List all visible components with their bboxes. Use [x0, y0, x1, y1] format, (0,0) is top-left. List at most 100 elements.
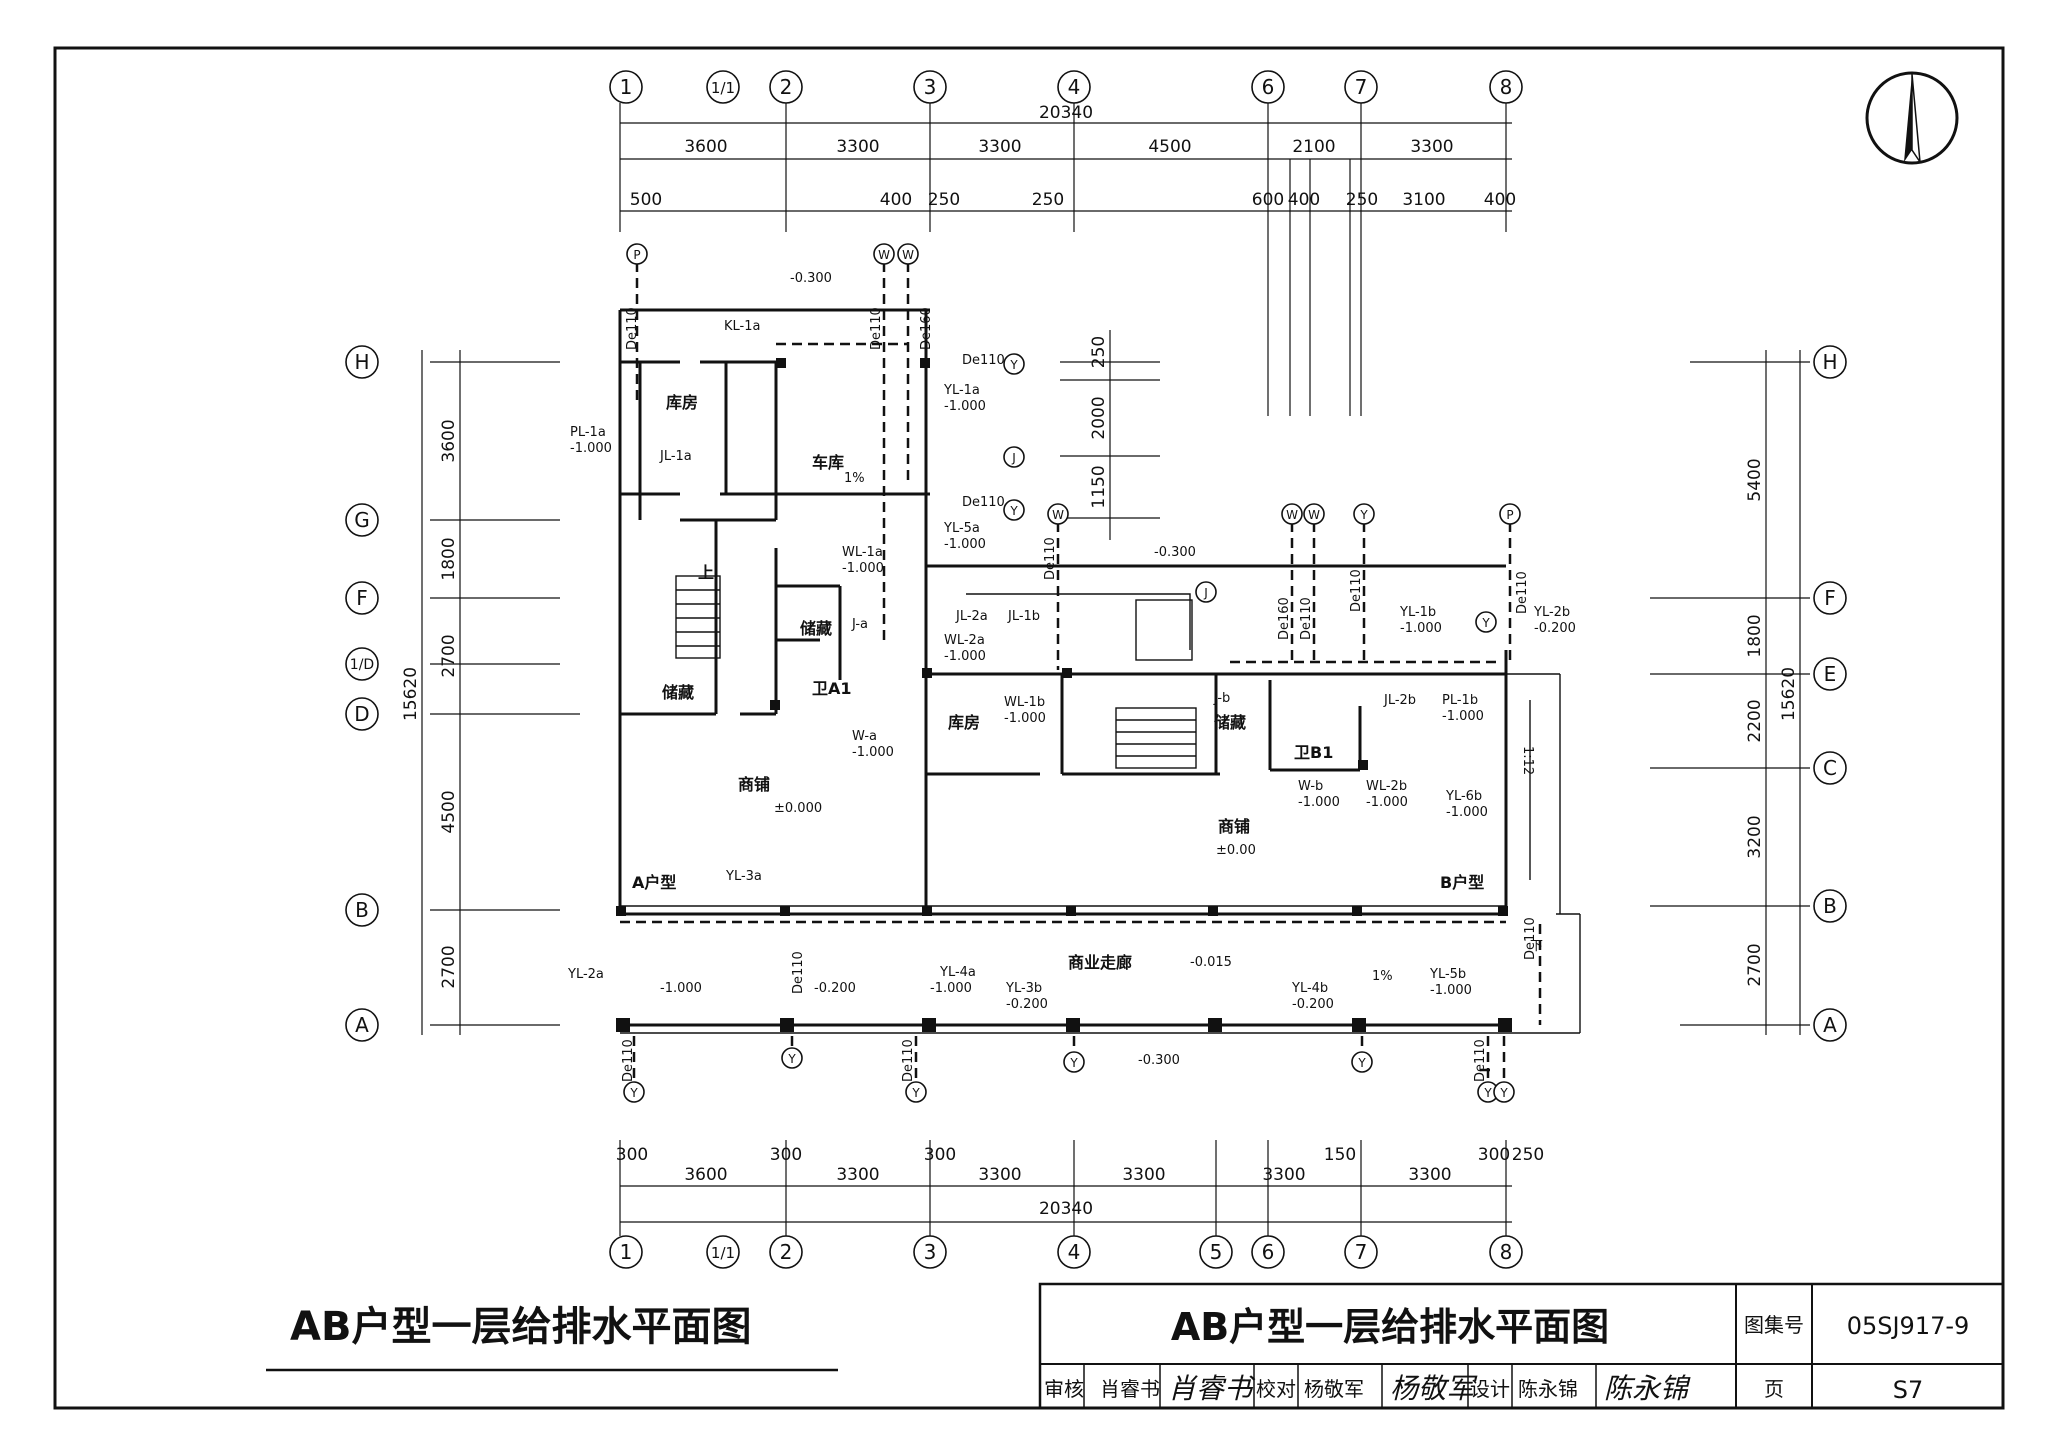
drawing-label: Y: [1009, 504, 1018, 518]
structural-columns: [616, 358, 1512, 1032]
axis-bubble: B: [345, 893, 379, 927]
drawing-label: 3: [924, 1240, 937, 1264]
drawing-label: 杨敬军: [1304, 1377, 1364, 1401]
drawing-label: 1/1: [711, 79, 735, 97]
drawing-label: De110: [1523, 917, 1538, 960]
drawing-label: 300: [924, 1145, 956, 1165]
stair-up-label: 上: [698, 563, 714, 582]
unit-b-label: B户型: [1440, 873, 1484, 892]
drawing-label: 3100: [1402, 190, 1445, 210]
drawing-label: B: [355, 898, 369, 922]
drawing-label: -1.000: [570, 441, 612, 456]
axis-bubble: 2: [769, 1235, 803, 1269]
drawing-label: 7: [1355, 1240, 1368, 1264]
drawing-label: 250: [1512, 1145, 1544, 1165]
drawing-label: 4500: [1148, 137, 1191, 157]
drawing-label: 8: [1500, 1240, 1513, 1264]
drawing-label: 15620: [401, 667, 421, 721]
drawing-label: D: [354, 702, 369, 726]
drawing-label: 400: [880, 190, 912, 210]
drawing-label: -0.200: [1006, 997, 1048, 1012]
drawing-label: De110: [1349, 569, 1364, 612]
reviewer-signature: 肖睿书: [1168, 1372, 1256, 1405]
drawing-label: 下: [1530, 939, 1543, 954]
right-axes: H F E C B A 5400 1800 2200 3200 2700 156…: [1650, 345, 1847, 1042]
drawing-label: PL-1a: [570, 425, 606, 440]
drawing-label: Y: [1481, 616, 1490, 630]
axis-bubble: 7: [1344, 70, 1378, 104]
drawing-label: 05SJ917-9: [1847, 1312, 1970, 1340]
top-dimensions: 20340 3600 3300 3300 4500 2100 3300 500 …: [619, 103, 1516, 416]
drawing-label: De110: [625, 307, 640, 350]
drawing-label: De110: [1043, 537, 1058, 580]
drawing-label: 2700: [1745, 943, 1765, 986]
drawing-label: W-b: [1298, 779, 1323, 794]
drawing-label: YL-3b: [1005, 981, 1042, 996]
drawing-label: YL-4b: [1291, 981, 1328, 996]
drawing-label: 4: [1068, 75, 1081, 99]
drawing-title: AB户型一层给排水平面图: [290, 1304, 751, 1350]
drawing-label: 2: [780, 75, 793, 99]
drawing-label: 1: [620, 1240, 633, 1264]
drawing-label: G: [354, 508, 370, 532]
drawing-label: -1.000: [1366, 795, 1408, 810]
level-corridor: -0.015: [1190, 955, 1232, 970]
drawing-label: De160: [1277, 597, 1292, 640]
drawing-label: 1: [620, 75, 633, 99]
drain-bubble-y: Y: [1351, 1051, 1373, 1073]
axis-bubble: 1: [609, 1235, 643, 1269]
axis-bubble: F: [1813, 581, 1847, 615]
drawing-label: WL-1b: [1004, 695, 1045, 710]
axis-bubble: 1: [609, 70, 643, 104]
drawing-label: 审核: [1044, 1377, 1084, 1401]
drawing-label: 1:12: [1520, 746, 1535, 775]
drawing-label: De110: [962, 495, 1005, 510]
drain-bubble-p: P: [1499, 503, 1521, 525]
drawing-label: De110: [962, 353, 1005, 368]
north-arrow-icon: [1865, 71, 1959, 165]
drawing-label: 陈永锦: [1518, 1377, 1578, 1401]
drawing-label: 250: [928, 190, 960, 210]
drawing-label: H: [1822, 350, 1837, 374]
drawing-label: 400: [1288, 190, 1320, 210]
drawing-label: A: [355, 1013, 369, 1037]
level-markers: -0.300 -0.300 -0.300 1% 1% 1:12 下: [790, 271, 1543, 1068]
drawing-label: 3600: [439, 419, 459, 462]
drawing-label: -1.000: [944, 399, 986, 414]
drawing-label: 3300: [1122, 1165, 1165, 1185]
axis-bubble: C: [1813, 751, 1847, 785]
drawing-label: 1800: [1745, 614, 1765, 657]
axis-bubble: 2: [769, 70, 803, 104]
drawing-label: -1.000: [660, 981, 702, 996]
axis-bubble: 3: [913, 1235, 947, 1269]
drawing-label: 3200: [1745, 815, 1765, 858]
drawing-label: 2: [780, 1240, 793, 1264]
drawing-label: 3: [924, 75, 937, 99]
axis-bubble: F: [345, 581, 379, 615]
drawing-label: YL-6b: [1445, 789, 1482, 804]
wc-a-label: 卫A1: [812, 679, 852, 698]
drawing-label: 400: [1484, 190, 1516, 210]
drawing-label: JL-1b: [1007, 609, 1040, 624]
drain-bubble-y: Y: [1003, 499, 1025, 521]
drawing-label: Y: [1483, 1086, 1492, 1100]
drain-bubble-y: Y: [1493, 1081, 1515, 1103]
drawing-label: -1.000: [1298, 795, 1340, 810]
drawing-label: P: [633, 248, 640, 262]
drain-bubble-y: Y: [905, 1081, 927, 1103]
drain-bubble-y: Y: [1475, 611, 1497, 633]
drawing-label: WL-2a: [944, 633, 985, 648]
middle-dimensions: 250 2000 1150: [1060, 330, 1160, 540]
drawing-label: 校对: [1256, 1377, 1296, 1401]
drawing-label: 2700: [439, 945, 459, 988]
drawing-label: 2000: [1089, 396, 1109, 439]
unit-a-label: A户型: [632, 873, 676, 892]
drawing-label: 250: [1346, 190, 1378, 210]
drawing-label: 250: [1089, 336, 1109, 368]
drawing-label: -1.000: [944, 537, 986, 552]
drawing-label: -1.000: [842, 561, 884, 576]
drawing-label: W: [1052, 508, 1064, 522]
drain-bubble-j: J: [1003, 446, 1025, 468]
drawing-label: Y: [1357, 1056, 1366, 1070]
drawing-label: 6: [1262, 75, 1275, 99]
